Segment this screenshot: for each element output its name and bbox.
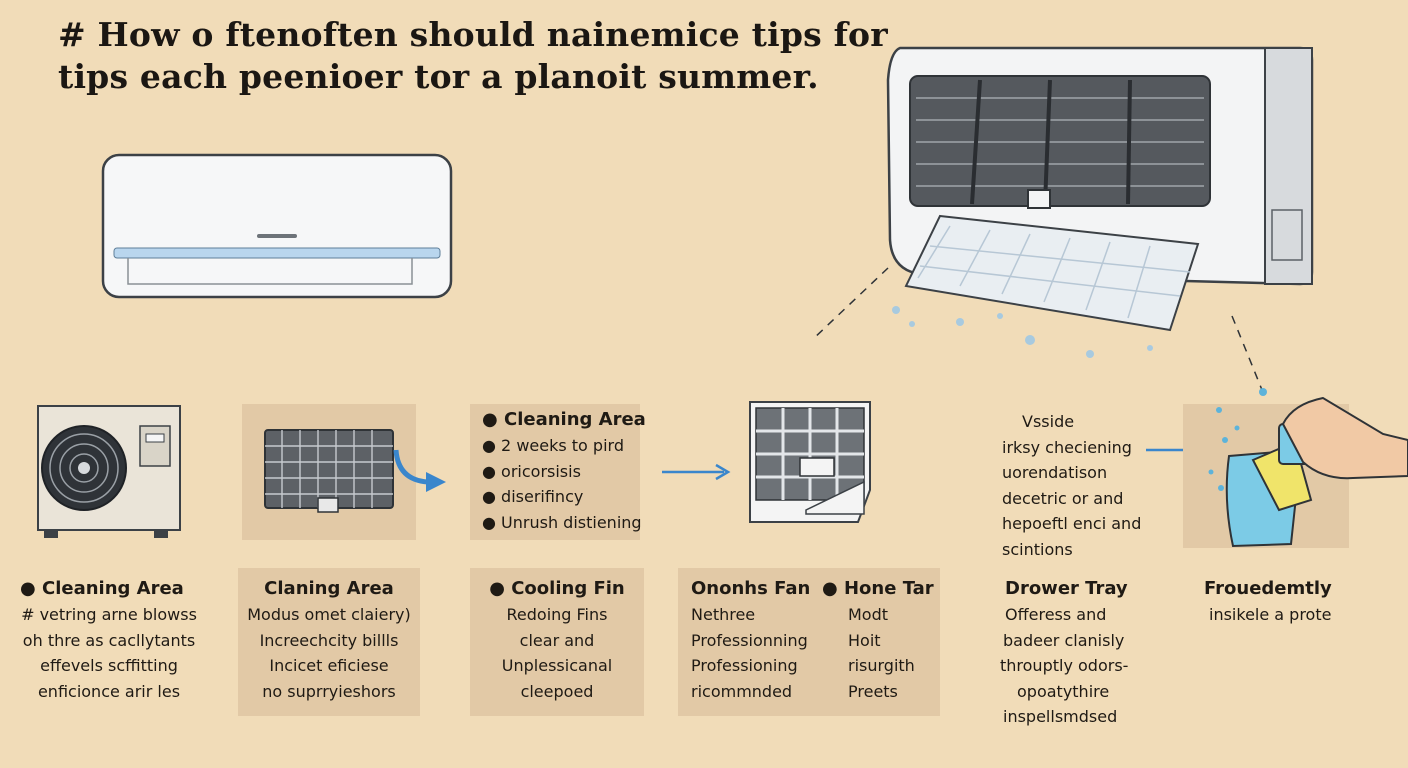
list-item: ● diserifincy	[482, 487, 584, 506]
column-4b: ● Hone Tar Modt Hoit risurgith Preets	[822, 576, 934, 704]
column-line: insikele a prote	[1209, 605, 1332, 624]
column-line: Redoing Fins	[506, 605, 608, 624]
column-heading: ● Hone Tar	[822, 578, 934, 599]
column-heading: ● Cleaning Area	[20, 578, 184, 599]
column-line: effevels scffitting	[40, 656, 178, 675]
cleaning-spray-hand-icon	[1183, 380, 1408, 550]
column-line: Professioning	[691, 656, 798, 675]
outdoor-condenser-icon	[36, 404, 184, 540]
column-2: Claning Area Modus omet claiery) Increec…	[238, 568, 420, 716]
column-line: # vetring arne blowss	[21, 605, 197, 624]
note-line: decetric or and	[1002, 488, 1124, 508]
column-heading: Frouedemtly	[1204, 578, 1332, 599]
column-4a: Ononhs Fan Nethree Professionning Profes…	[691, 576, 810, 704]
list-block: ● Cleaning Area ● 2 weeks to pird ● oric…	[482, 407, 646, 535]
column-heading: Claning Area	[264, 578, 394, 599]
column-4: Ononhs Fan Nethree Professionning Profes…	[678, 568, 940, 716]
title-line-2: tips each peenioer tor a planoit summer.	[58, 57, 819, 96]
column-line: Nethree	[691, 605, 756, 624]
list-item: ● oricorsisis	[482, 461, 581, 481]
list-panel-bg	[470, 404, 640, 540]
note-line: scintions	[1002, 539, 1073, 559]
list-item-text: 2 weeks to pird	[501, 436, 624, 455]
column-line: Incicet eficiese	[269, 656, 389, 675]
note-line: Vsside	[1022, 412, 1075, 431]
column-line: throuptly odors-	[1000, 656, 1129, 675]
note-line: irksy checiening	[1002, 437, 1132, 457]
list-item-text: Unrush distiening	[501, 512, 642, 532]
column-line: Professionning	[691, 630, 808, 650]
right-note: Vsside irksy checiening uorendatison dec…	[1002, 409, 1141, 562]
filter-panel-box	[242, 404, 416, 540]
list-item: ● Unrush distiening	[482, 512, 642, 532]
air-filter-icon	[262, 426, 398, 522]
column-line: oh thre as cacllytants	[22, 630, 196, 650]
column-line: Hoit	[848, 630, 881, 650]
column-line: Modt	[848, 605, 889, 624]
column-line: no suprryieshors	[262, 681, 396, 701]
list-heading: ● Cleaning Area	[482, 409, 646, 430]
column-line: risurgith	[848, 656, 915, 675]
column-line: badeer clanisly	[1003, 630, 1125, 650]
list-item: ● 2 weeks to pird	[482, 436, 624, 455]
note-line: hepoeftl enci and	[1002, 514, 1142, 533]
title-line-1: # How o ftenoften should nainemice tips …	[58, 15, 888, 54]
note-line: uorendatison	[1002, 463, 1108, 482]
column-line: ricommnded	[691, 681, 793, 701]
arrow-icon	[662, 462, 732, 482]
column-heading-text: Hone Tar	[843, 578, 934, 599]
column-heading-text: Cleaning Area	[41, 578, 184, 599]
column-line: Increechcity billls	[259, 630, 399, 650]
column-heading: Drower Tray	[1005, 578, 1128, 599]
column-line: enficionce arir les	[37, 681, 181, 701]
column-3: ● Cooling Fin Redoing Fins clear and Unp…	[470, 568, 644, 716]
list-item-text: oricorsisis	[501, 461, 581, 481]
column-line: Offeress and	[1005, 605, 1107, 624]
column-line: opoatythire	[1017, 681, 1110, 701]
column-line: Unplessicanal	[501, 656, 613, 675]
ac-open-filter-icon	[800, 40, 1320, 400]
list-heading-text: Cleaning Area	[503, 409, 646, 430]
page-title: # How o ftenoften should nainemice tips …	[58, 14, 888, 98]
column-heading: Ononhs Fan	[691, 578, 811, 599]
column-line: Preets	[848, 681, 898, 701]
column-1: ● Cleaning Area # vetring arne blowss oh…	[14, 576, 204, 704]
indoor-ac-unit-icon	[100, 152, 456, 302]
column-heading: ● Cooling Fin	[489, 578, 625, 599]
column-line: inspellsmdsed	[1003, 707, 1118, 726]
column-6: Frouedemtly insikele a prote	[1204, 576, 1332, 628]
column-line: clear and	[519, 630, 595, 650]
list-item-text: diserifincy	[501, 487, 584, 506]
column-line: Modus omet claiery)	[247, 605, 411, 624]
column-line: cleepoed	[520, 681, 594, 701]
curved-arrow-icon	[386, 446, 456, 496]
column-5: Drower Tray Offeress and badeer clanisly…	[1000, 576, 1128, 730]
filter-panel-icon	[746, 398, 876, 524]
column-heading-text: Cooling Fin	[511, 578, 625, 599]
